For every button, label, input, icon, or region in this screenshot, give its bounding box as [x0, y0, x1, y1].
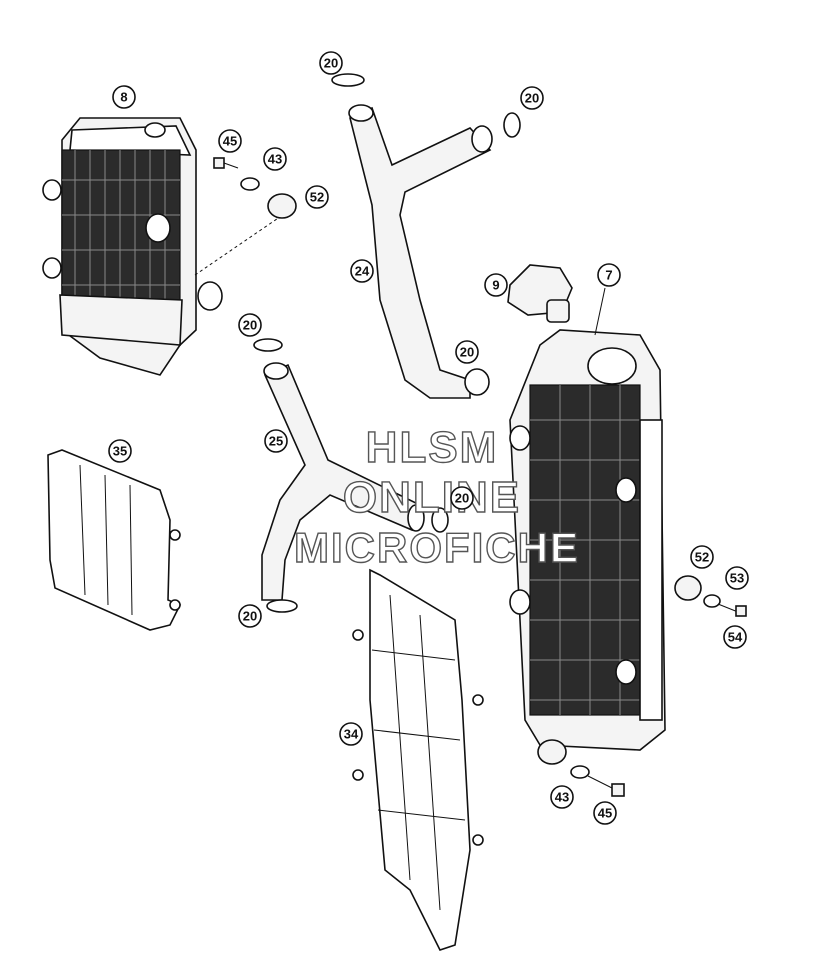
svg-text:7: 7 — [605, 268, 612, 283]
watermark-line1: HLSM — [366, 423, 499, 472]
callout-54: 54 — [723, 625, 747, 649]
callout-34: 34 — [339, 722, 363, 746]
radiator-cap — [507, 264, 573, 323]
callout-20-top-right: 20 — [520, 86, 544, 110]
svg-text:20: 20 — [243, 318, 257, 333]
svg-text:34: 34 — [344, 727, 359, 742]
callout-20-lower-right: 20 — [450, 486, 474, 510]
callout-7: 7 — [597, 263, 621, 287]
left-washer-43 — [240, 177, 260, 191]
svg-text:9: 9 — [492, 278, 499, 293]
callout-20-lower-left: 20 — [238, 604, 262, 628]
hose-clamp-lower-top — [253, 338, 283, 352]
svg-text:20: 20 — [525, 91, 539, 106]
upper-hose — [348, 104, 493, 399]
watermark-line2: ONLINE — [343, 473, 521, 522]
leader-7 — [594, 287, 606, 336]
callout-20-mid-right: 20 — [455, 340, 479, 364]
svg-text:52: 52 — [695, 550, 709, 565]
callout-43-upper: 43 — [263, 147, 287, 171]
callout-52-left: 52 — [305, 185, 329, 209]
hose-clamp-top-right — [503, 112, 521, 138]
svg-text:43: 43 — [555, 790, 569, 805]
callout-53: 53 — [725, 566, 749, 590]
callout-45-lower: 45 — [593, 801, 617, 825]
callout-45-upper: 45 — [218, 129, 242, 153]
svg-text:8: 8 — [120, 90, 127, 105]
callout-24: 24 — [350, 259, 374, 283]
svg-text:20: 20 — [460, 345, 474, 360]
callout-52-right: 52 — [690, 545, 714, 569]
hose-clamp-mid — [464, 368, 490, 396]
callout-25: 25 — [264, 429, 288, 453]
right-washer-53 — [703, 594, 721, 608]
left-radiator — [42, 117, 291, 376]
callout-8: 8 — [112, 85, 136, 109]
svg-text:53: 53 — [730, 571, 744, 586]
right-louver — [352, 568, 484, 951]
callout-35: 35 — [108, 439, 132, 463]
watermark: HLSM ONLINE MICROFICHE — [293, 422, 580, 571]
svg-text:24: 24 — [355, 264, 370, 279]
svg-text:35: 35 — [113, 444, 127, 459]
hose-clamp-top-left — [331, 73, 365, 87]
lower-bolt-45 — [587, 775, 625, 797]
hose-clamp-lower-bottom — [266, 599, 298, 613]
svg-text:45: 45 — [598, 806, 612, 821]
svg-text:20: 20 — [455, 491, 469, 506]
svg-text:43: 43 — [268, 152, 282, 167]
svg-text:20: 20 — [324, 56, 338, 71]
lower-washer — [570, 765, 590, 779]
callout-43-lower: 43 — [550, 785, 574, 809]
right-grommet-52 — [674, 575, 702, 601]
svg-text:45: 45 — [223, 134, 237, 149]
lower-grommet-43 — [537, 739, 567, 765]
callout-20-top-left: 20 — [319, 51, 343, 75]
left-louver — [47, 449, 182, 631]
lower-hose — [261, 362, 425, 601]
svg-text:25: 25 — [269, 434, 283, 449]
watermark-line3: MICROFICHE — [294, 524, 580, 571]
callout-20-mid-left: 20 — [238, 313, 262, 337]
left-grommet-52 — [267, 193, 297, 219]
right-bolt-54 — [717, 603, 747, 617]
svg-text:54: 54 — [728, 630, 743, 645]
callout-9: 9 — [484, 273, 508, 297]
left-bolt-45 — [213, 157, 239, 169]
svg-text:20: 20 — [243, 609, 257, 624]
hose-clamp-lower-right — [431, 507, 449, 533]
right-radiator — [509, 329, 666, 751]
svg-text:52: 52 — [310, 190, 324, 205]
